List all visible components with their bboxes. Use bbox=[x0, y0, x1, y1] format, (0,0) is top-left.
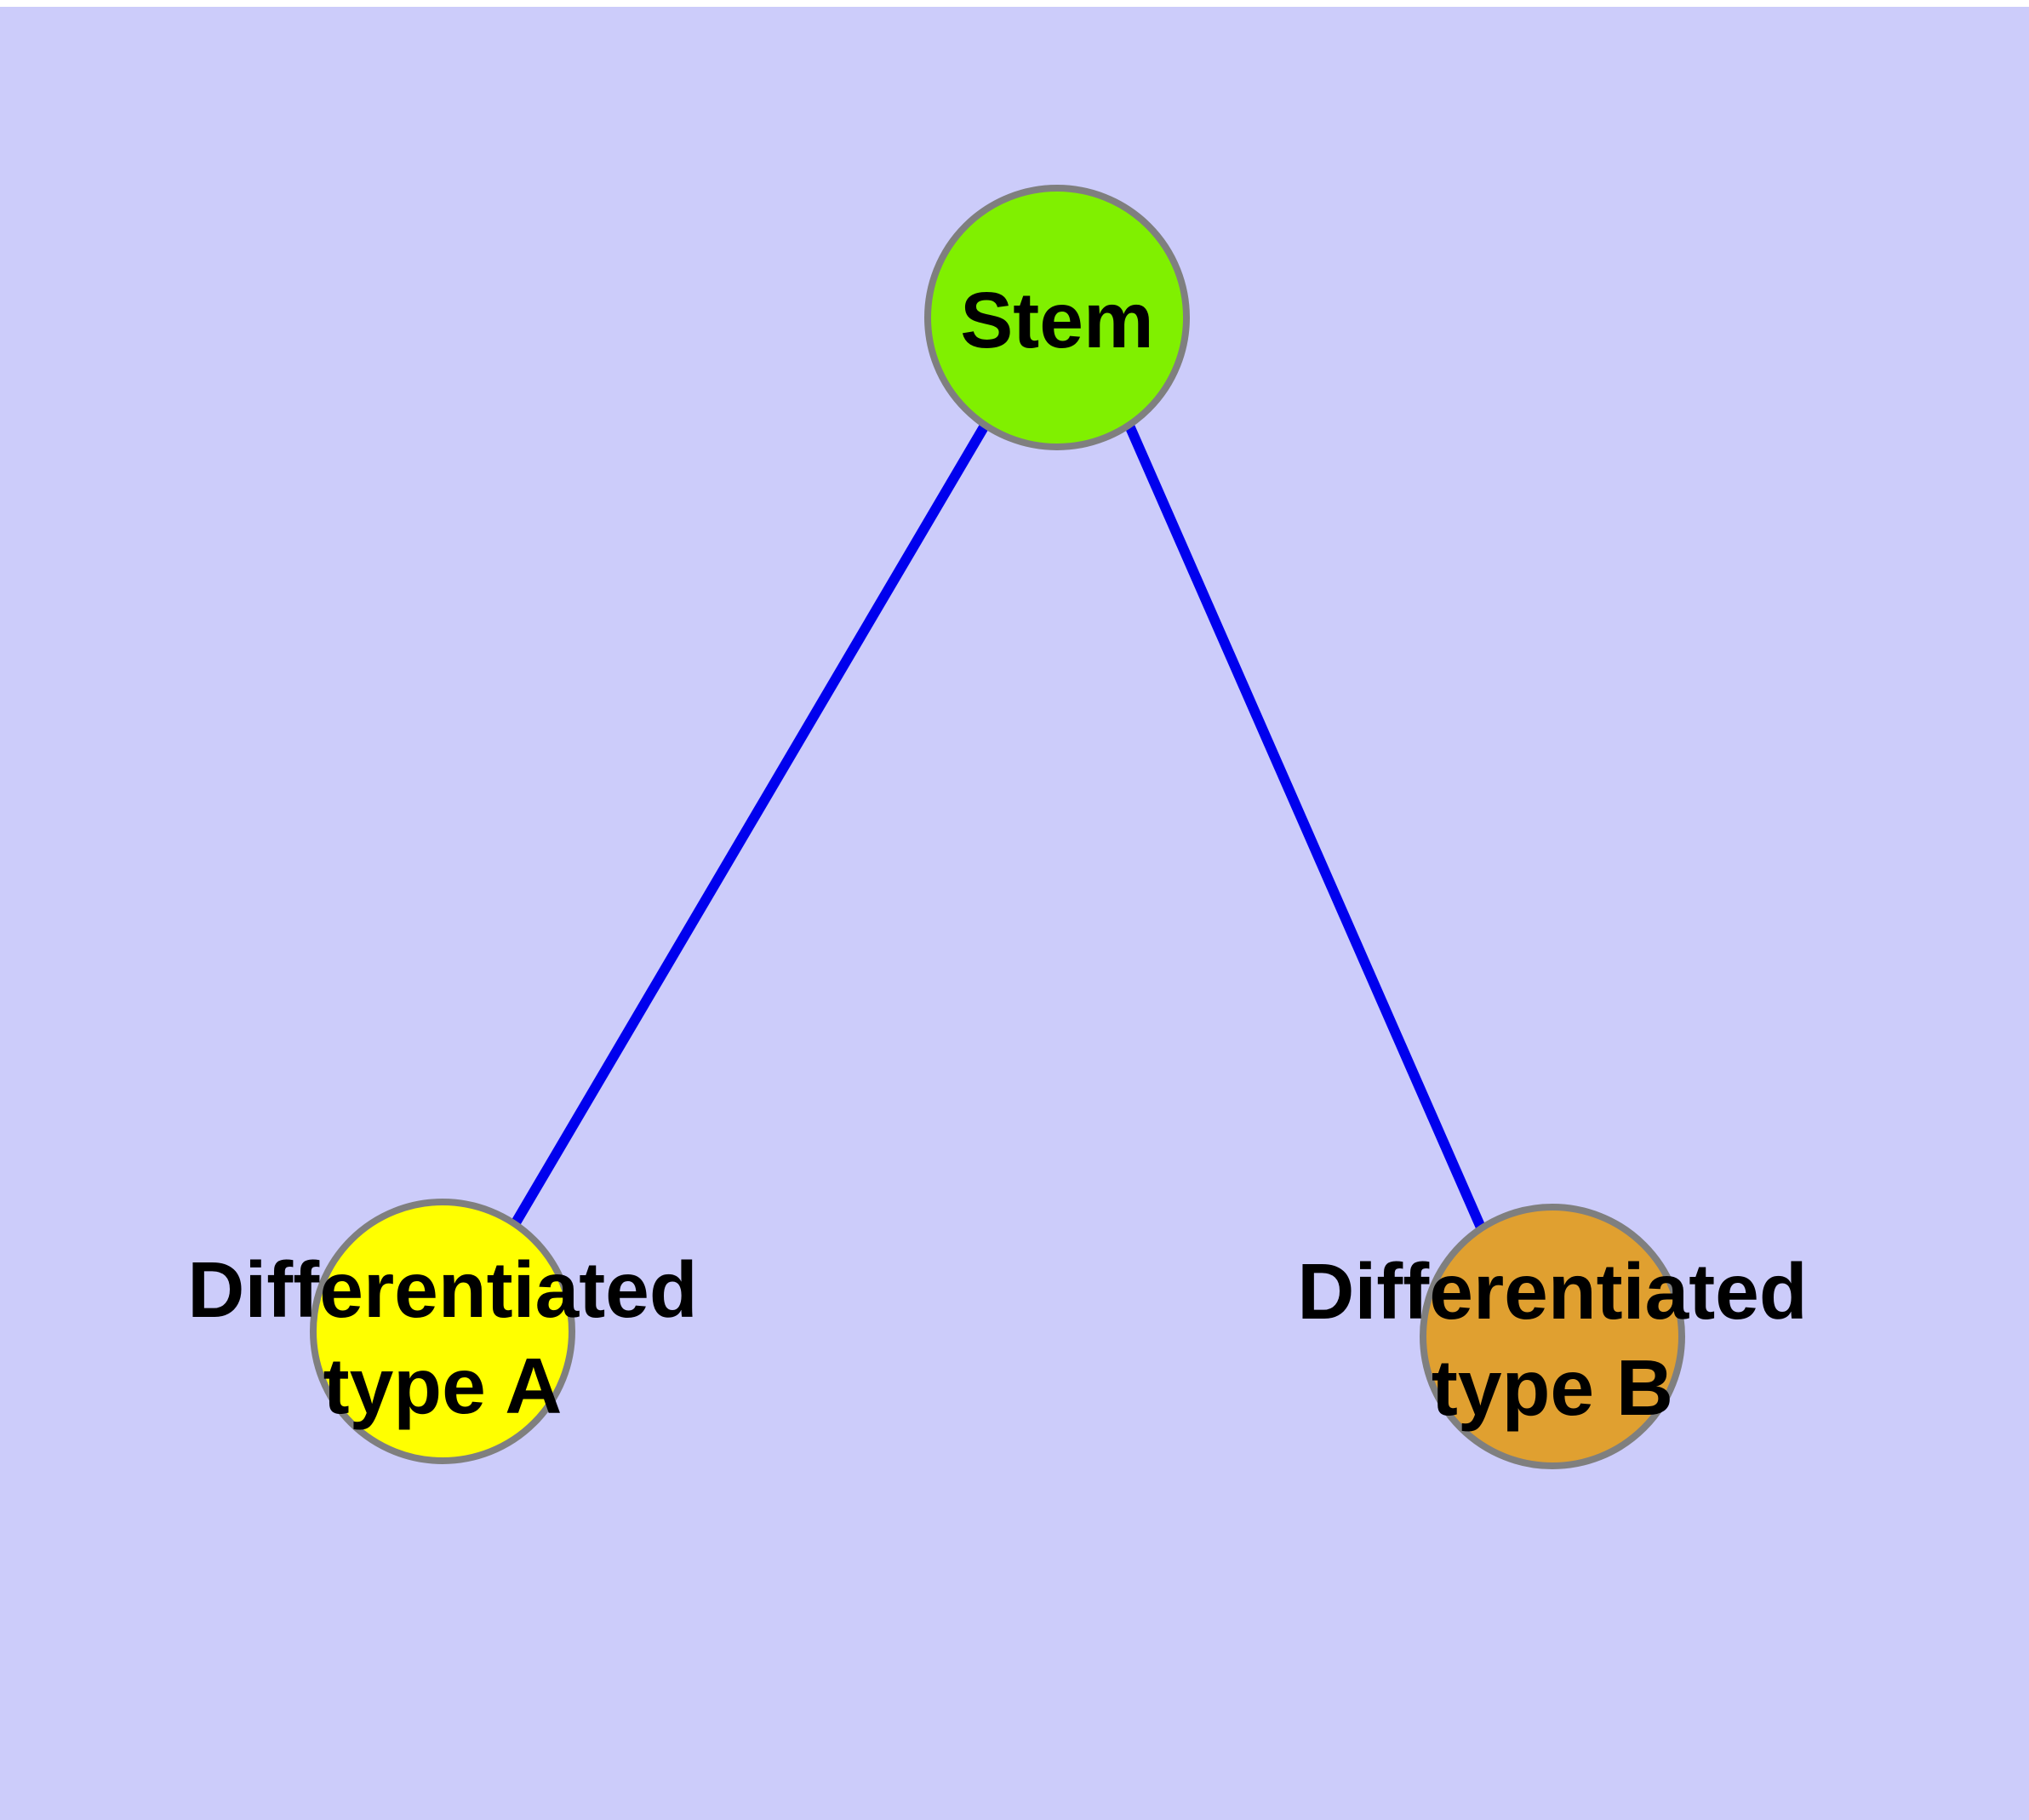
node-label-differentiated-type-b-line2: type B bbox=[1432, 1343, 1673, 1432]
node-label-differentiated-type-a-line2: type A bbox=[323, 1342, 563, 1430]
labels-layer: Stem Differentiated type A Differentiate… bbox=[187, 276, 1807, 1432]
node-label-differentiated-type-b-line1: Differentiated bbox=[1297, 1247, 1807, 1336]
node-label-stem: Stem bbox=[960, 276, 1153, 364]
edge-stem-to-differentiated-type-b[interactable] bbox=[1124, 423, 1486, 1230]
nodes-layer bbox=[310, 185, 1685, 1469]
edges-layer bbox=[510, 422, 1486, 1230]
node-label-differentiated-type-a-line1: Differentiated bbox=[187, 1245, 697, 1334]
edge-stem-to-differentiated-type-a[interactable] bbox=[510, 422, 990, 1228]
node-differentiated-type-a[interactable] bbox=[310, 1199, 575, 1464]
node-differentiated-type-b[interactable] bbox=[1420, 1204, 1685, 1469]
node-stem[interactable] bbox=[924, 185, 1190, 450]
